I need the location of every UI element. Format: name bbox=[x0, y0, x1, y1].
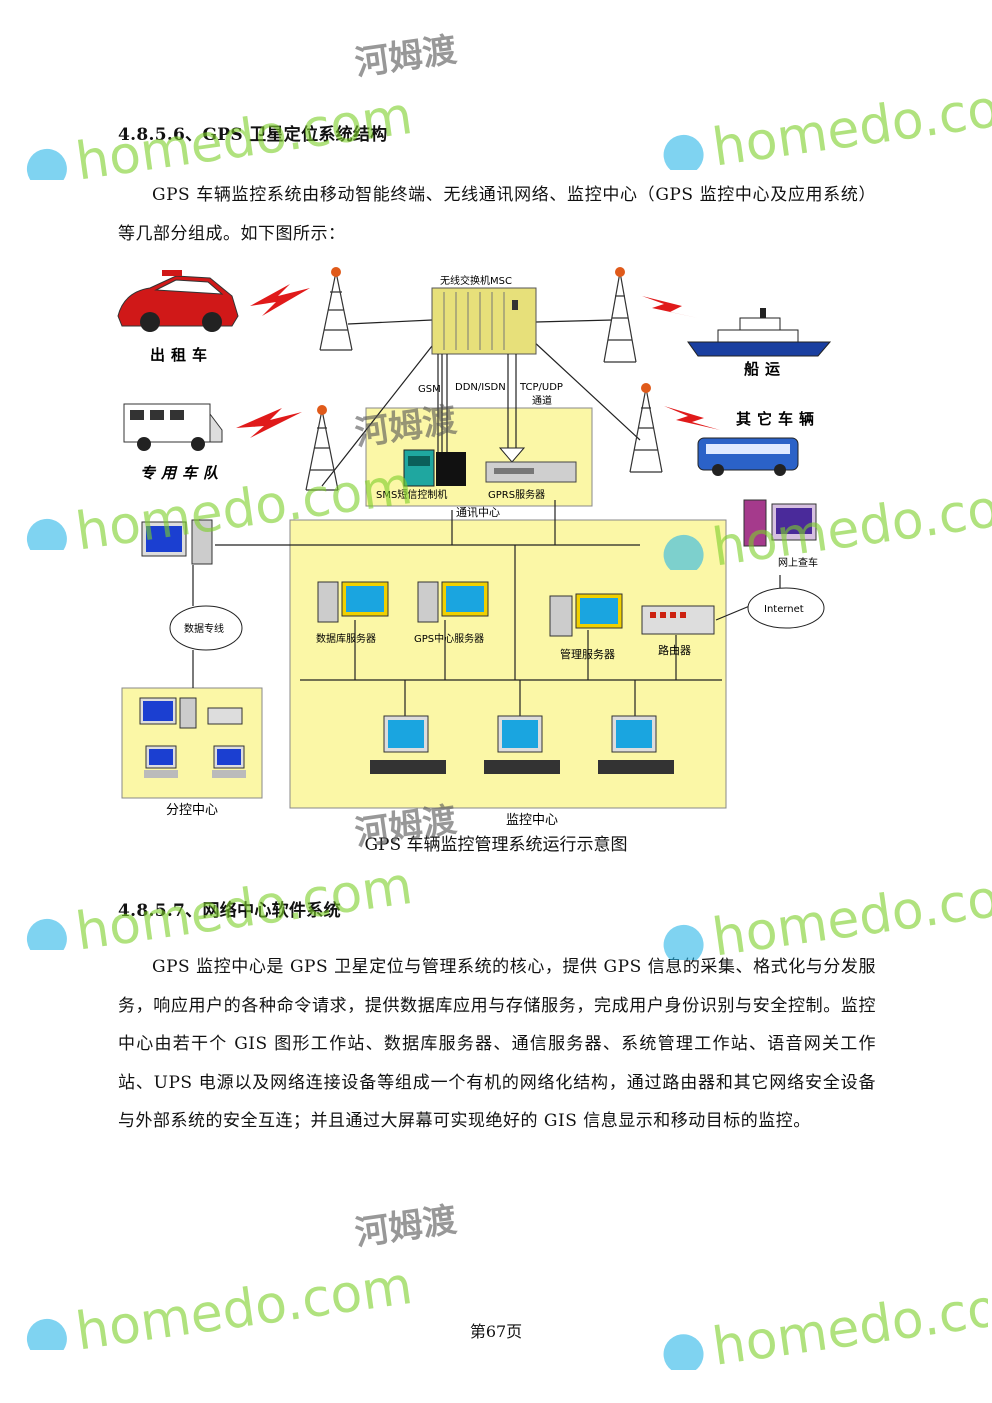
sms-controller-icon bbox=[403, 449, 466, 487]
link-tcp-label2: 通道 bbox=[532, 394, 552, 407]
gps-server-icon bbox=[417, 581, 489, 623]
mgmt-server-icon bbox=[549, 593, 623, 637]
dataline-label: 数据专线 bbox=[184, 622, 224, 635]
comm-center-label: 通讯中心 bbox=[456, 506, 500, 519]
msc-switch-icon bbox=[431, 287, 537, 355]
special-vehicle-icon bbox=[123, 403, 223, 451]
section-heading-network-center: 4.8.5.7、网络中心软件系统 bbox=[118, 901, 341, 921]
link-ddn-label: DDN/ISDN bbox=[455, 382, 506, 393]
workstation-icon bbox=[141, 519, 213, 565]
gprs-server-icon bbox=[485, 461, 577, 483]
sms-label: SMS短信控制机 bbox=[376, 488, 447, 501]
branch-center-label: 分控中心 bbox=[166, 803, 218, 818]
db-server-label: 数据库服务器 bbox=[316, 632, 376, 645]
link-gsm-label: GSM bbox=[418, 384, 441, 395]
branch-computers-icon bbox=[139, 697, 246, 778]
router-icon bbox=[641, 605, 715, 635]
ship-label: 船运 bbox=[744, 360, 786, 378]
special-fleet-label: 专用车队 bbox=[140, 464, 224, 482]
monitor-workstation-icon bbox=[370, 715, 674, 774]
mgmt-server-label: 管理服务器 bbox=[560, 647, 615, 661]
web-query-terminal-icon bbox=[743, 499, 817, 547]
msc-label: 无线交换机MSC bbox=[440, 274, 512, 287]
figure-caption: GPS 车辆监控管理系统运行示意图 bbox=[364, 835, 628, 855]
bus-icon bbox=[697, 437, 799, 476]
link-tcp-label: TCP/UDP bbox=[519, 382, 563, 393]
taxi-label: 出租车 bbox=[150, 346, 213, 364]
data-line-cloud bbox=[169, 605, 243, 651]
taxi-car-icon bbox=[117, 270, 239, 332]
gprs-label: GPRS服务器 bbox=[488, 488, 545, 501]
router-label: 路由器 bbox=[658, 643, 691, 657]
page-number: 第67页 bbox=[469, 1322, 523, 1341]
internet-cloud bbox=[747, 587, 825, 629]
internet-label: Internet bbox=[764, 604, 804, 615]
signal-bolt-icon bbox=[250, 284, 310, 316]
web-query-label: 网上查车 bbox=[778, 556, 818, 569]
section-heading-gps-structure: 4.8.5.6、GPS 卫星定位系统结构 bbox=[118, 125, 388, 145]
paragraph-monitor-center: GPS 监控中心是 GPS 卫星定位与管理系统的核心，提供 GPS 信息的采集、… bbox=[118, 957, 876, 1131]
paragraph-gps-intro: GPS 车辆监控系统由移动智能终端、无线通讯网络、监控中心（GPS 监控中心及应… bbox=[118, 185, 876, 244]
antenna-tower-icon bbox=[305, 271, 663, 491]
ship-icon bbox=[687, 308, 832, 357]
monitor-center-label: 监控中心 bbox=[506, 813, 558, 828]
gps-server-label: GPS中心服务器 bbox=[414, 632, 484, 645]
db-server-icon bbox=[317, 581, 389, 623]
other-vehicles-label: 其它车辆 bbox=[736, 410, 820, 428]
